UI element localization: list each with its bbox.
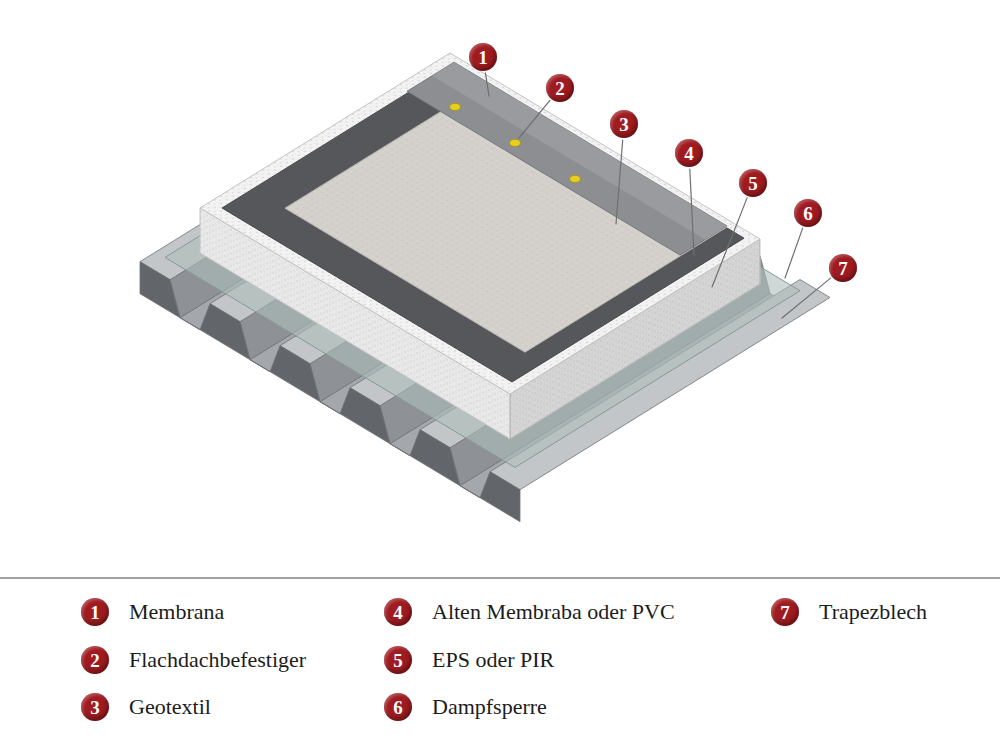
leader-line: [616, 140, 623, 224]
callout-number: 2: [546, 74, 574, 102]
callout-number: 6: [794, 199, 822, 227]
callout-number: 3: [610, 110, 638, 138]
leader-line: [485, 73, 489, 96]
leader-lines: [485, 73, 830, 318]
legend-text: Alten Membraba oder PVC: [432, 599, 675, 625]
roof-fasteners: [450, 103, 581, 182]
top-membrane: [407, 62, 727, 255]
legend-number: 2: [81, 646, 109, 674]
legend-text: Geotextil: [129, 694, 211, 720]
legend-text: Membrana: [129, 599, 224, 625]
callout-number: 7: [829, 254, 857, 282]
legend-number: 4: [384, 598, 412, 626]
insulation-board: [200, 53, 760, 439]
legend-separator: [0, 578, 1000, 579]
legend-text: Trapezblech: [819, 599, 927, 625]
legend-text: Dampfsperre: [432, 694, 547, 720]
legend-number: 6: [384, 693, 412, 721]
legend-text: Flachdachbefestiger: [129, 647, 306, 673]
callout-number: 4: [675, 139, 703, 167]
vapour-barrier: [165, 81, 800, 468]
leader-line: [712, 198, 747, 287]
legend-text: EPS oder PIR: [432, 647, 554, 673]
leader-line: [690, 169, 694, 255]
callout-number: 5: [739, 169, 767, 197]
legend-number: 1: [81, 598, 109, 626]
callout-number: 1: [469, 43, 497, 71]
legend-number: 5: [384, 646, 412, 674]
leader-line: [519, 100, 550, 138]
legend-number: 7: [771, 598, 799, 626]
leader-line: [782, 278, 831, 318]
leader-line: [785, 228, 803, 278]
legend-number: 3: [81, 693, 109, 721]
